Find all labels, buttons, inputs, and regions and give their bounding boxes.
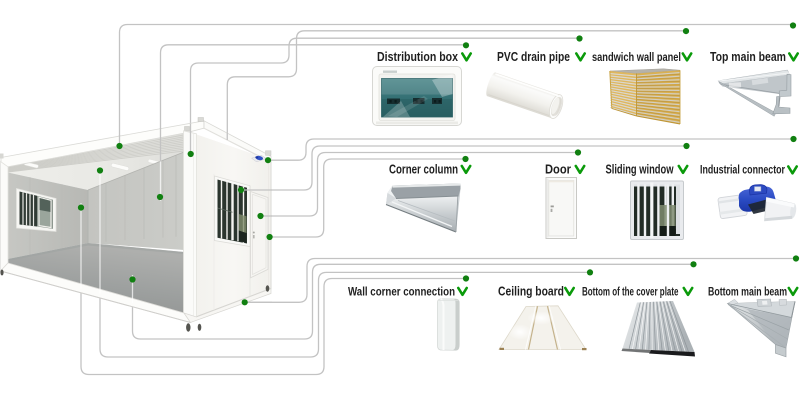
- svg-text:PVC drain pipe: PVC drain pipe: [497, 49, 570, 64]
- svg-text:Bottom main beam: Bottom main beam: [708, 285, 787, 299]
- svg-text:Wall corner connection: Wall corner connection: [348, 285, 455, 299]
- svg-text:Sliding window: Sliding window: [606, 162, 675, 177]
- svg-text:sandwich wall panel: sandwich wall panel: [592, 50, 681, 64]
- svg-text:Ceiling board: Ceiling board: [498, 284, 564, 299]
- svg-text:Bottom of the cover plate: Bottom of the cover plate: [582, 286, 679, 299]
- svg-text:Door: Door: [545, 162, 571, 177]
- svg-text:Distribution box: Distribution box: [377, 49, 459, 64]
- svg-text:Corner column: Corner column: [389, 162, 458, 177]
- svg-text:Industrial connector: Industrial connector: [700, 163, 785, 177]
- svg-text:Top main beam: Top main beam: [710, 49, 786, 64]
